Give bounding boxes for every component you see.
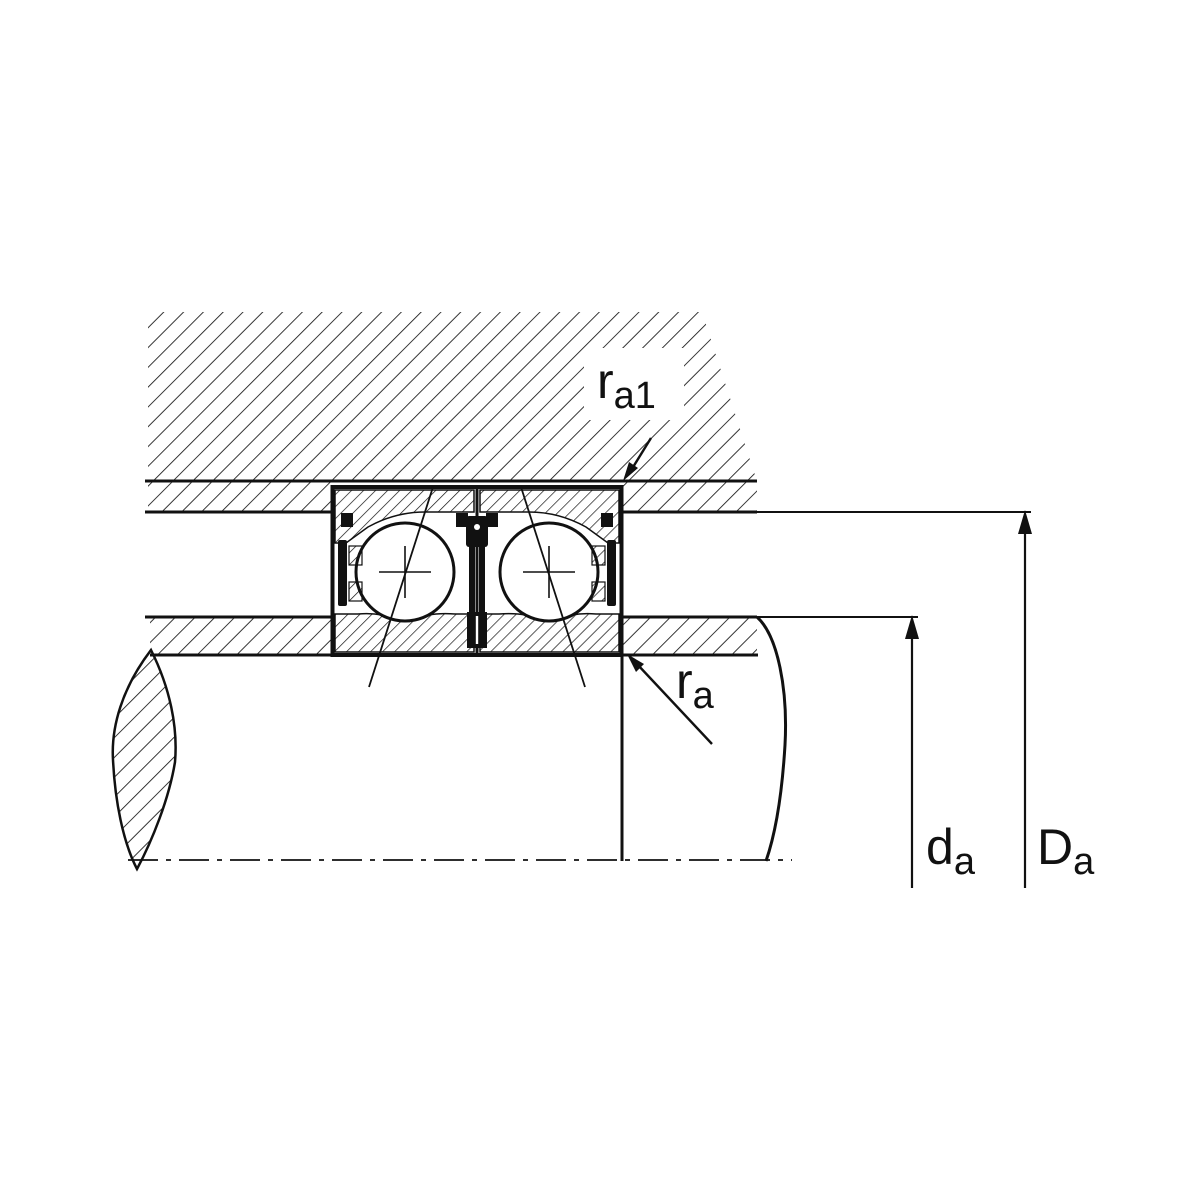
- shaft-break-curve-right: [755, 615, 787, 862]
- spacer-bar-right: [479, 516, 485, 648]
- spacer-top-detail: [474, 524, 480, 530]
- seal-left-outer: [338, 540, 347, 606]
- outer-ring-left: [334, 489, 475, 544]
- contact-line-right: [520, 486, 586, 688]
- outer-ring-right: [479, 489, 620, 544]
- label-Da-subscript: a: [1073, 841, 1095, 883]
- dim-Da: Da: [1018, 510, 1095, 888]
- label-Da: Da: [1037, 819, 1095, 883]
- shaft-shoulder-left-hatch: [150, 618, 332, 654]
- label-da: da: [926, 819, 976, 883]
- housing-section: [145, 312, 757, 514]
- leader-ra-line: [636, 663, 713, 745]
- dim-da: da: [905, 615, 976, 888]
- housing-shoulder-left: [145, 482, 332, 514]
- seal-anchor-right-inboard: [486, 513, 498, 527]
- seal-anchor-left-outboard: [341, 513, 353, 527]
- label-ra: ra: [676, 653, 715, 717]
- label-ra-subscript: a: [693, 675, 715, 717]
- leader-ra1-arrowhead: [623, 462, 638, 481]
- seal-right-outer-block-top: [591, 545, 606, 566]
- seal-left-outer-block-top: [348, 545, 363, 566]
- label-ra-base: r: [676, 653, 693, 709]
- bearing-left: [334, 486, 475, 688]
- spacer-bottom-slit: [475, 616, 479, 644]
- shaft-section: [111, 615, 792, 872]
- seal-right-outer: [607, 540, 616, 606]
- seal-anchor-left-inboard: [456, 513, 468, 527]
- housing-shoulder-right: [622, 482, 757, 514]
- seal-anchor-right-outboard: [601, 513, 613, 527]
- bearing-right: [479, 486, 620, 688]
- spacer-bar-left: [469, 516, 475, 648]
- label-clearance: [584, 348, 684, 420]
- shaft-break-left: [111, 647, 177, 872]
- label-Da-base: D: [1037, 819, 1073, 875]
- seal-left-outer-block-bottom: [348, 581, 363, 602]
- shaft-shoulder-left: [145, 615, 332, 657]
- label-da-base: d: [926, 819, 954, 875]
- contact-line-left: [368, 486, 434, 688]
- label-ra1: ra1: [597, 353, 656, 417]
- leader-ra: ra: [627, 653, 715, 745]
- label-ra1-base: r: [597, 353, 614, 409]
- housing-shoulder-left-hatch: [148, 482, 332, 511]
- label-ra1-subscript: a1: [614, 375, 656, 417]
- spacer-top-blob: [466, 516, 488, 547]
- leader-ra-arrowhead: [627, 654, 644, 672]
- seal-right-outer-block-bottom: [591, 581, 606, 602]
- dim-da-arrowhead: [905, 615, 919, 639]
- shaft-shoulder-right: [622, 615, 758, 657]
- housing-shoulder-right-hatch: [622, 482, 757, 511]
- dim-Da-arrowhead: [1018, 510, 1032, 534]
- label-da-subscript: a: [954, 841, 976, 883]
- spacer-center: [466, 516, 488, 648]
- shaft-shoulder-right-hatch: [622, 618, 757, 654]
- bearing-pair: [330, 485, 624, 688]
- leader-ra1: ra1: [597, 353, 656, 481]
